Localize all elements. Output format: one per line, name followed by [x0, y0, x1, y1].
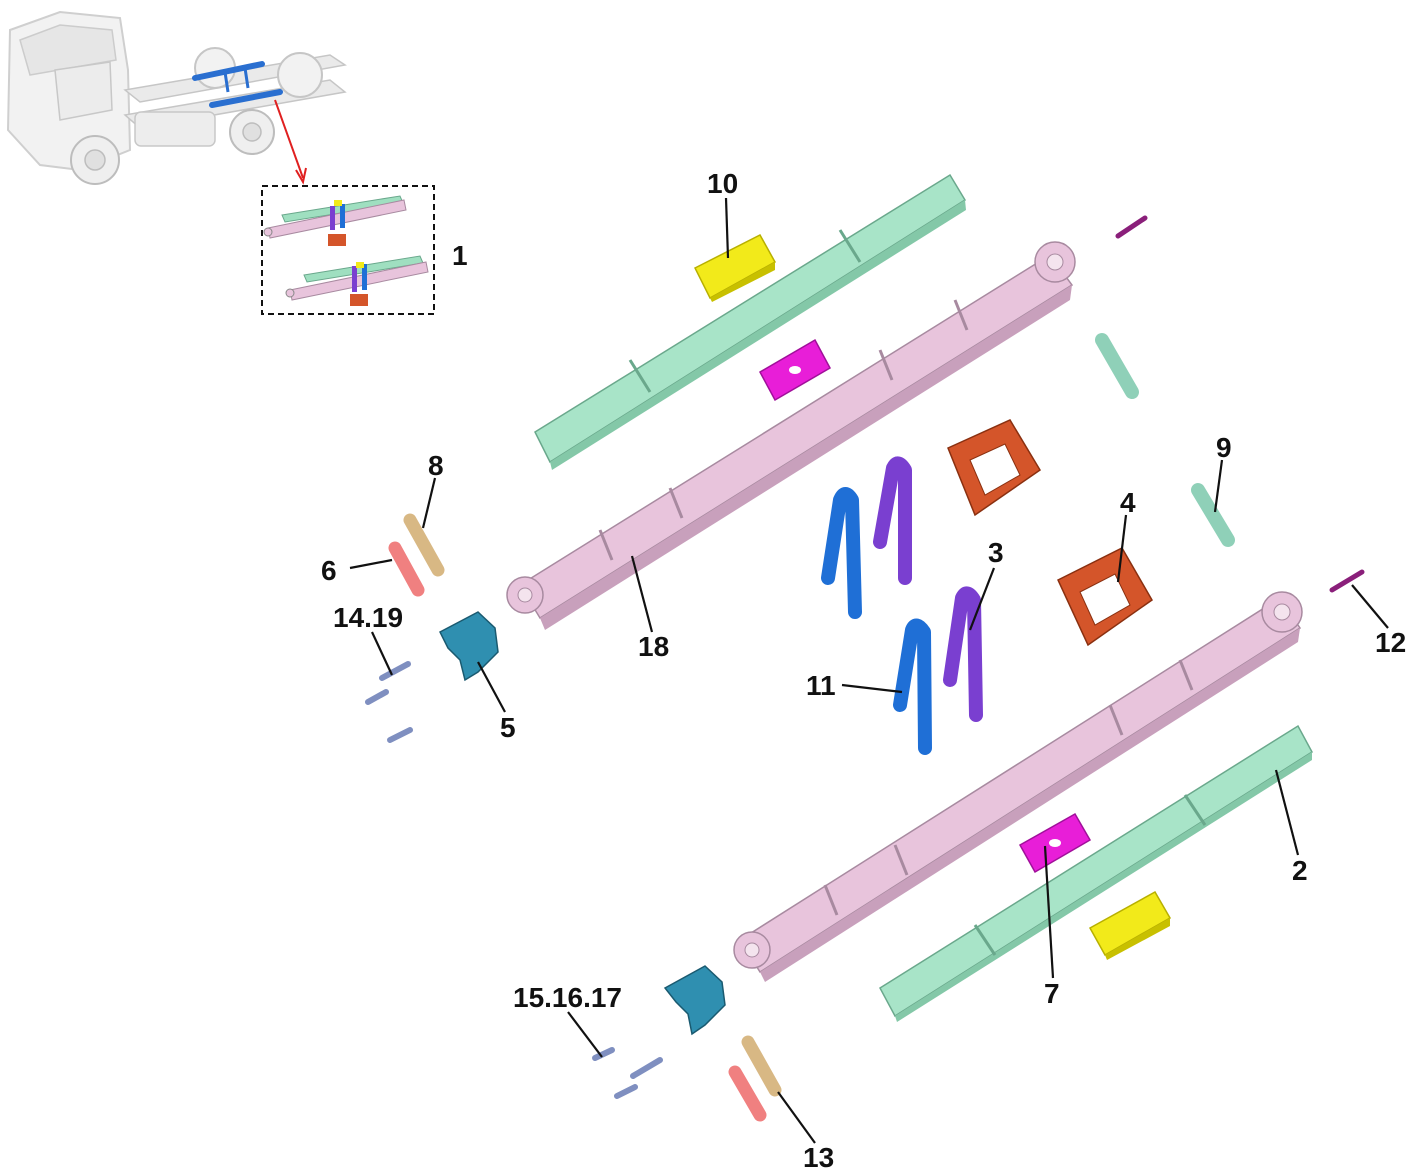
- helper-leaf-spring-upper: [534, 173, 967, 470]
- shackle-bracket-upper: [439, 611, 499, 682]
- callout-8: 8: [428, 450, 444, 481]
- spring-pin-green-lower: [1191, 483, 1235, 547]
- main-leaf-spring-upper: [506, 241, 1076, 630]
- spring-seat-lower: [1057, 547, 1153, 647]
- callout-18: 18: [638, 631, 669, 662]
- spring-pin-green-upper: [1095, 333, 1139, 399]
- spring-pin-tan-lower: [741, 1035, 782, 1097]
- callout-7: 7: [1044, 978, 1060, 1009]
- callout-6: 6: [321, 555, 337, 586]
- callout-labels: 1 10 8 6 14.19 5 18 9 4 3 11 12 2 7 15.1…: [321, 168, 1406, 1173]
- bump-stop-lower: [1088, 890, 1172, 960]
- callout-13: 13: [803, 1142, 834, 1173]
- bolt-purple-upper: [1115, 215, 1148, 239]
- callout-3: 3: [988, 537, 1004, 568]
- callout-4: 4: [1120, 487, 1136, 518]
- bolt-set-lower: [592, 1047, 663, 1099]
- spacer-plate-lower: [1018, 812, 1092, 874]
- u-bolt-purple-upper: [873, 456, 912, 585]
- callout-5: 5: [500, 712, 516, 743]
- spring-assembly-inset: [261, 185, 435, 315]
- spring-pin-tan-upper: [403, 513, 445, 577]
- callout-11: 11: [806, 670, 836, 701]
- u-bolt-blue-lower: [893, 618, 932, 755]
- leader-lines: [349, 197, 1389, 1144]
- bolt-set-upper: [365, 661, 413, 743]
- bump-stop-upper: [693, 234, 777, 302]
- helper-leaf-spring-lower: [879, 724, 1313, 1022]
- callout-15-16-17: 15.16.17: [513, 982, 622, 1013]
- spring-pin-red-lower: [728, 1065, 767, 1122]
- bolt-purple-lower: [1329, 569, 1365, 593]
- spring-seat-upper: [947, 419, 1042, 517]
- shackle-bracket-lower: [663, 965, 726, 1036]
- u-bolt-purple-lower: [943, 586, 983, 722]
- callout-1: 1: [452, 240, 468, 271]
- callout-14-19: 14.19: [333, 602, 403, 633]
- callout-10: 10: [707, 168, 738, 199]
- callout-9: 9: [1216, 432, 1232, 463]
- main-leaf-spring-lower: [733, 591, 1303, 982]
- truck-chassis-illustration: [6, 10, 347, 185]
- callout-2: 2: [1292, 855, 1308, 886]
- u-bolt-blue-upper: [821, 487, 862, 619]
- spring-pin-red-upper: [388, 541, 425, 597]
- callout-12: 12: [1375, 627, 1406, 658]
- spacer-plate-upper: [758, 338, 832, 402]
